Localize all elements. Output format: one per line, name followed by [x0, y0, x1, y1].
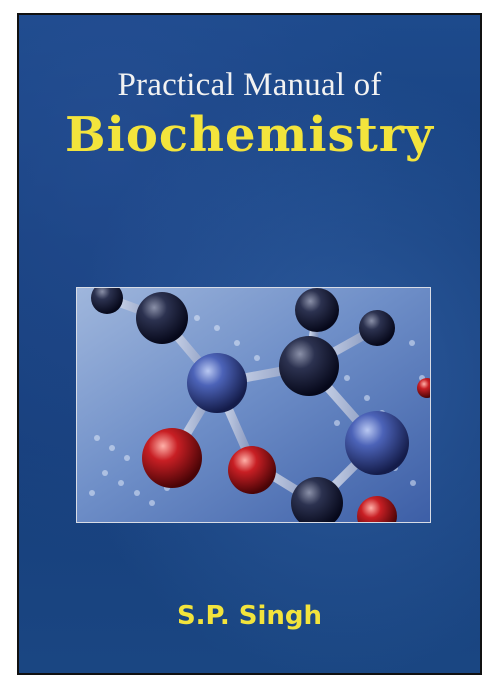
book-title-line-2: Biochemistry	[65, 107, 434, 163]
book-title-line-1: Practical Manual of	[117, 67, 382, 103]
book-cover: Practical Manual of Biochemistry	[17, 13, 482, 675]
book-author: S.P. Singh	[176, 601, 323, 631]
molecule-model-icon	[76, 287, 431, 523]
